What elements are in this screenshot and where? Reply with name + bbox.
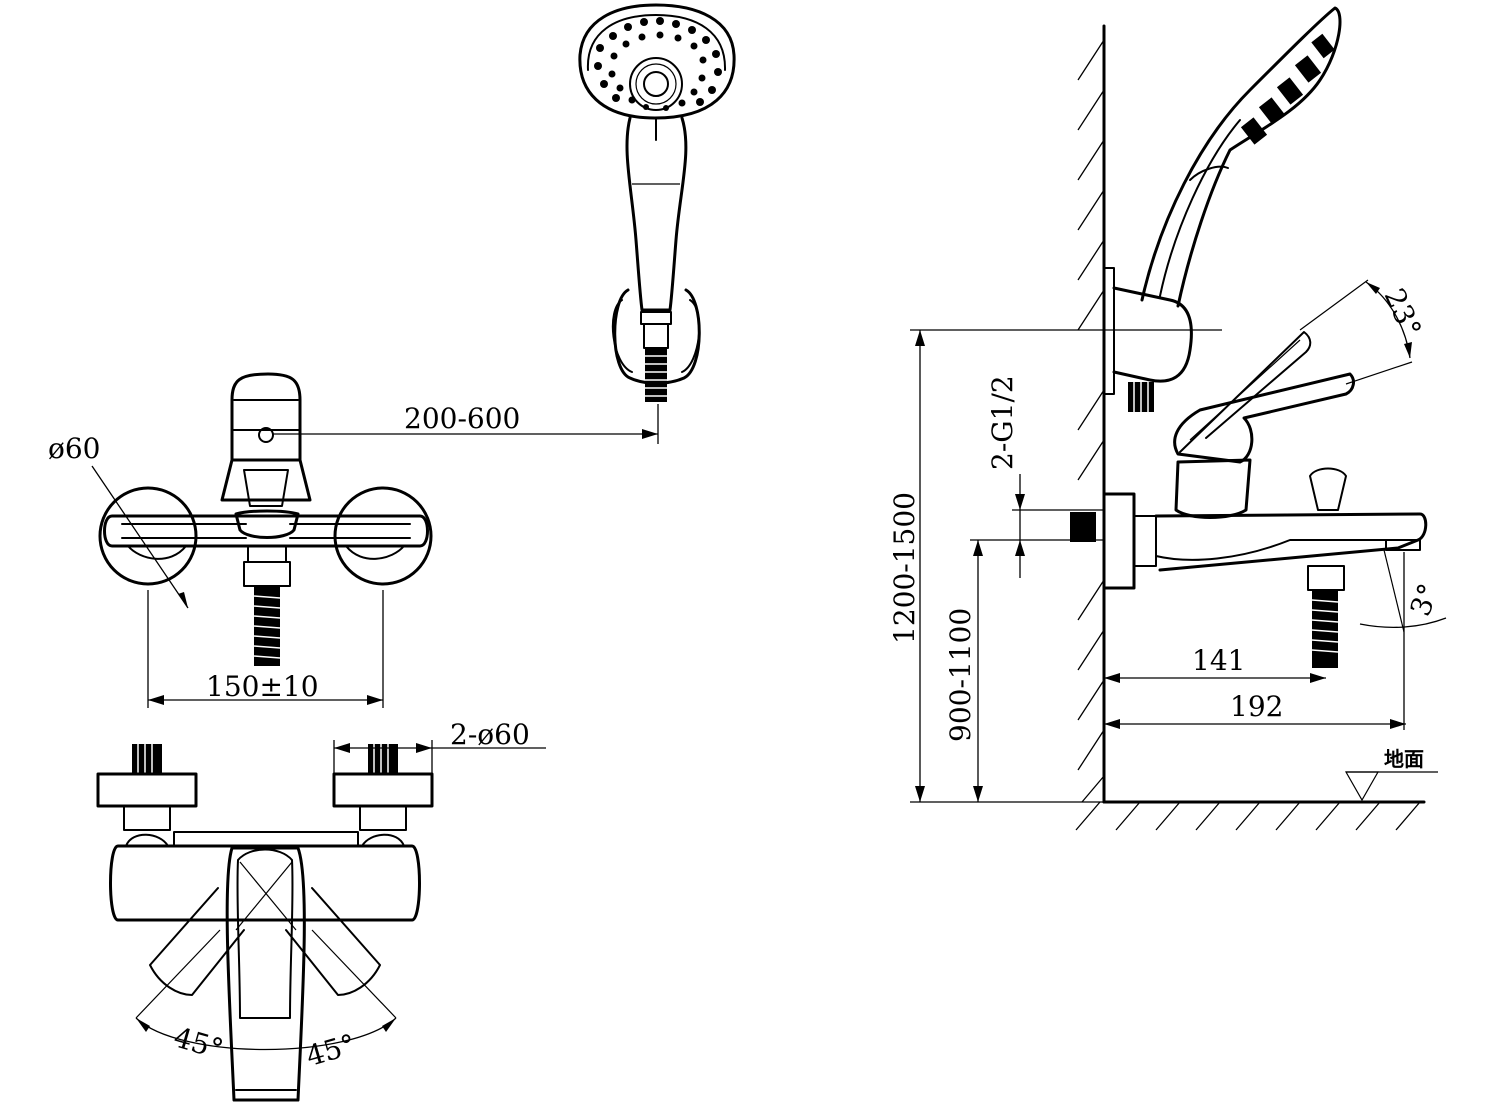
dim-depth-spout: 192 <box>1230 690 1283 723</box>
wall-hatching <box>1077 39 1105 803</box>
dim-depth-shower-outlet: 141 <box>1192 644 1245 677</box>
dim-flange-dia-front: ø60 <box>48 432 101 465</box>
mixer-side-view <box>910 6 1447 831</box>
dim-lever-angle: 23° <box>1378 283 1428 342</box>
mixer-front-view <box>91 372 659 708</box>
mixer-top-view <box>96 740 546 1102</box>
floor-label: 地面 <box>1384 747 1424 771</box>
dim-mixer-height: 900-1100 <box>944 608 977 742</box>
floor-hatching <box>1075 801 1421 831</box>
dim-top-angle-left: 45° <box>170 1021 227 1066</box>
side-nozzles <box>1240 33 1335 145</box>
dim-flange-dia-top: 2-ø60 <box>450 718 530 751</box>
dim-inlet-thread: 2-G1/2 <box>986 375 1019 470</box>
dim-holder-height: 1200-1500 <box>888 492 921 644</box>
dim-top-angle-right: 45° <box>303 1028 360 1073</box>
dim-center-distance: 150±10 <box>206 670 319 703</box>
hand-shower-front-view <box>578 3 736 402</box>
nozzle-dots <box>594 17 722 111</box>
dim-handshower-offset: 200-600 <box>404 402 520 435</box>
dim-spout-angle: 3° <box>1404 579 1446 620</box>
